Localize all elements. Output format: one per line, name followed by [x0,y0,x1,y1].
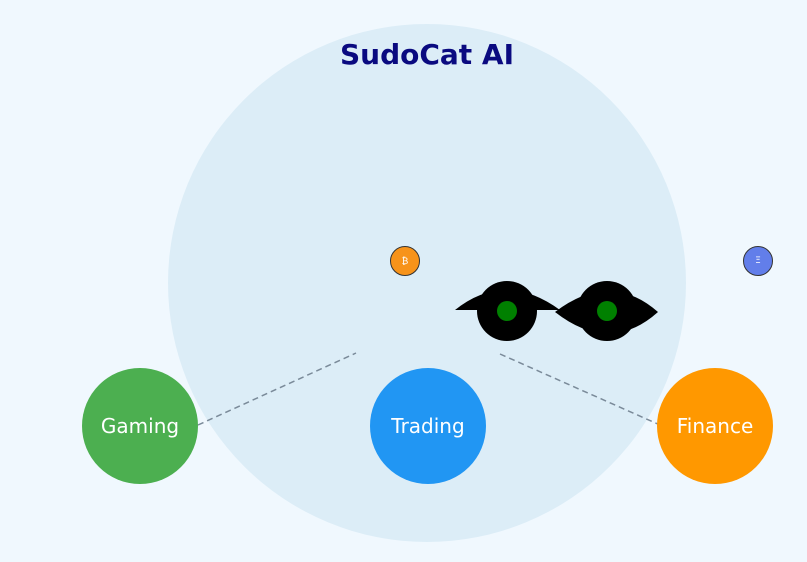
node-finance-label: Finance [676,414,754,438]
connector-gaming [197,352,357,426]
bitcoin-symbol: ₿ [401,256,409,267]
node-trading[interactable]: Trading [370,368,486,484]
node-gaming-label: Gaming [100,414,180,438]
right-pupil [597,301,617,321]
cat-eyes-icon [455,281,658,341]
connector-finance [499,353,661,426]
node-gaming[interactable]: Gaming [82,368,198,484]
node-trading-label: Trading [391,414,465,438]
diagram-title: SudoCat AI [339,38,515,71]
ethereum-icon: Ξ [743,246,773,276]
node-finance[interactable]: Finance [657,368,773,484]
ethereum-symbol: Ξ [755,256,761,266]
bitcoin-icon: ₿ [390,246,420,276]
left-pupil [497,301,517,321]
